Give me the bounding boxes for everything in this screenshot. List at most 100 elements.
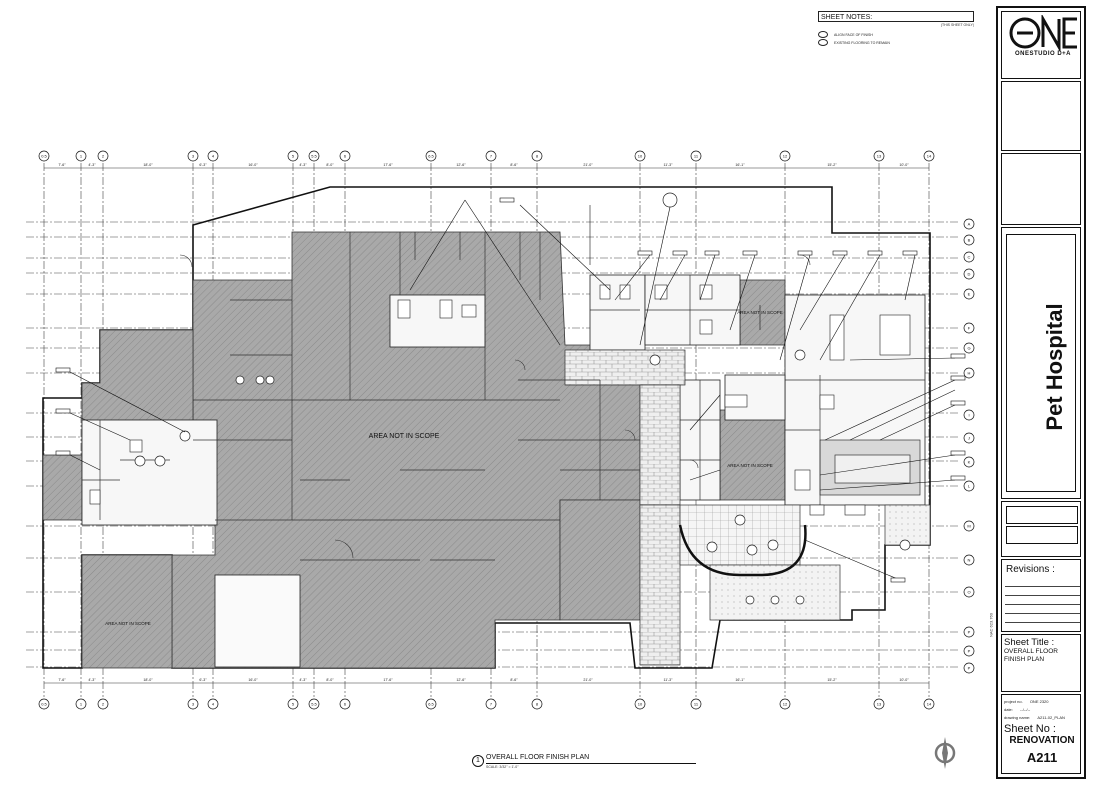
note-bubble-icon xyxy=(818,39,828,46)
svg-text:6: 6 xyxy=(344,702,347,707)
date: date: --/--/-- xyxy=(1004,707,1030,712)
reception-curve xyxy=(678,524,807,577)
svg-text:5: 5 xyxy=(292,702,295,707)
grid-bubble: P xyxy=(963,645,975,657)
leader-lines xyxy=(69,199,956,581)
grid-bubble: 1 xyxy=(75,150,87,162)
svg-text:12: 12 xyxy=(783,702,788,707)
grid-bubble: H xyxy=(963,367,975,379)
grid-bubble: P xyxy=(963,662,975,674)
dimension-text: 12'-6" xyxy=(456,163,466,167)
sheet-title: OVERALL FLOOR FINISH PLAN xyxy=(1004,648,1058,663)
dimension-text: 21'-0" xyxy=(583,678,593,682)
svg-text:L: L xyxy=(968,484,971,489)
grid-bubble: 13 xyxy=(873,698,885,710)
finish-tags xyxy=(55,197,966,583)
grid-bubble: 13 xyxy=(873,150,885,162)
grid-bubble: 10 xyxy=(634,698,646,710)
north-arrow-icon xyxy=(934,737,956,769)
project-frame xyxy=(1006,234,1076,492)
dimension-text: 17'-6" xyxy=(383,678,393,682)
dimension-text: 11'-3" xyxy=(664,678,674,682)
sheet-number: A211 xyxy=(1026,750,1058,765)
dimension-text: 16'-1" xyxy=(735,678,745,682)
svg-text:3: 3 xyxy=(192,702,195,707)
date-label: date: xyxy=(1004,707,1013,712)
dimension-text: 10'-0" xyxy=(899,163,909,167)
svg-text:0.5: 0.5 xyxy=(41,702,47,707)
fixtures xyxy=(89,284,911,516)
grid-bubble: 12 xyxy=(779,698,791,710)
firm-logo xyxy=(1009,15,1077,51)
sheet-note-label: ALIGN FACE OF FINISH xyxy=(834,32,873,37)
svg-text:7: 7 xyxy=(490,154,493,159)
grid-bubble: N xyxy=(963,554,975,566)
svg-text:13: 13 xyxy=(877,702,882,707)
svg-text:E: E xyxy=(968,292,971,297)
consultant-cell xyxy=(1001,81,1081,151)
svg-text:0.5: 0.5 xyxy=(41,154,47,159)
dimension-text: 4'-3" xyxy=(88,678,96,682)
project-name: Pet Hospital xyxy=(1040,272,1070,462)
grid-bubble: 2 xyxy=(97,698,109,710)
sheet-note-label: EXISTING FLOORING TO REMAIN xyxy=(834,40,890,45)
grid-bubble: 6.5 xyxy=(425,150,437,162)
svg-text:4: 4 xyxy=(212,702,215,707)
grid-bubble: 3 xyxy=(187,698,199,710)
svg-text:11: 11 xyxy=(694,154,699,159)
grid-bubble: 8 xyxy=(531,150,543,162)
grid-bubble: 1 xyxy=(75,698,87,710)
dimension-text: 15'-2" xyxy=(827,678,837,682)
area-label: AREA NOT IN SCOPE xyxy=(737,310,782,315)
dimension-text: 6'-3" xyxy=(199,678,207,682)
revisions-cell xyxy=(1001,559,1081,632)
dimension-text: 17'-6" xyxy=(383,163,393,167)
grid-bubble: 8 xyxy=(531,698,543,710)
dimension-text: 6'-3" xyxy=(199,163,207,167)
grid-bubble: 11 xyxy=(690,150,702,162)
round-fixtures xyxy=(134,192,911,605)
svg-text:5: 5 xyxy=(292,154,295,159)
caption-underline xyxy=(486,763,696,764)
grid-bubble: O xyxy=(963,586,975,598)
sheet-note-item: ALIGN FACE OF FINISH xyxy=(818,31,873,38)
svg-text:O: O xyxy=(967,590,970,595)
dimension-text: 4'-3" xyxy=(299,163,307,167)
svg-text:3: 3 xyxy=(192,154,195,159)
svg-text:10: 10 xyxy=(638,702,643,707)
dimensions-top: 7'-6"4'-3"18'-0"6'-3"16'-0"4'-3"8'-0"17'… xyxy=(44,163,929,169)
svg-text:A: A xyxy=(968,222,971,227)
grid-bubble: F xyxy=(963,322,975,334)
drawing-name-label: drawing name: xyxy=(1004,715,1031,720)
dimension-text: 8'-6" xyxy=(510,678,518,682)
grid-bubble: 7 xyxy=(485,698,497,710)
dimension-text: 18'-0" xyxy=(143,163,153,167)
svg-text:N: N xyxy=(968,558,971,563)
area-label: AREA NOT IN SCOPE xyxy=(105,621,150,626)
svg-text:1: 1 xyxy=(80,702,83,707)
grid-bubble: 5.5 xyxy=(308,698,320,710)
project-cell xyxy=(1001,227,1081,499)
dimension-text: 11'-3" xyxy=(664,163,674,167)
grid-bubble: 6 xyxy=(339,150,351,162)
grid-bubble: 7 xyxy=(485,150,497,162)
grid-bubble: 6 xyxy=(339,698,351,710)
grid-bubble: P xyxy=(963,626,975,638)
svg-text:I: I xyxy=(968,413,969,418)
grid-bubble: 12 xyxy=(779,150,791,162)
grid-bubble: 2 xyxy=(97,150,109,162)
svg-text:14: 14 xyxy=(927,702,932,707)
grid-bubble: J xyxy=(963,432,975,444)
sheet-title-label: Sheet Title : xyxy=(1004,637,1055,648)
dimension-text: 16'-1" xyxy=(735,163,745,167)
grid-bubble: 4 xyxy=(207,698,219,710)
svg-text:8: 8 xyxy=(536,702,539,707)
svg-text:F: F xyxy=(968,326,971,331)
dimension-text: 10'-0" xyxy=(899,678,909,682)
sheet-no-label: Sheet No : xyxy=(1004,723,1056,735)
dimension-text: 4'-3" xyxy=(299,678,307,682)
svg-text:2: 2 xyxy=(102,154,105,159)
svg-text:12: 12 xyxy=(783,154,788,159)
phase-label: RENOVATION xyxy=(1009,735,1075,746)
